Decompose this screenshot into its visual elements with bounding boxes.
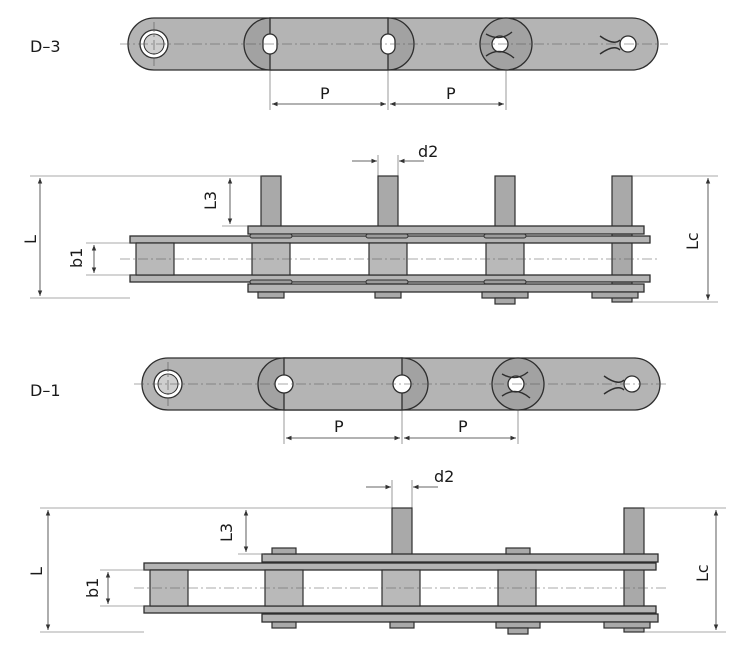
d1-cotter-pin-2	[603, 375, 625, 395]
d1-title: D–1	[30, 381, 61, 400]
d1-Lc-label: Lc	[693, 564, 712, 582]
d1-pin-head-bottom-2	[389, 621, 415, 629]
d1-extended-pin-1	[391, 507, 413, 559]
d3-L-label: L	[21, 235, 40, 244]
d1-d2-label: d2	[434, 467, 454, 486]
d3-pitch-label-2: P	[446, 84, 456, 103]
d1-cotter-head-1	[495, 621, 541, 629]
d3-pin-head-1	[257, 291, 285, 299]
d3-outer-plate-top	[247, 225, 645, 235]
d1-b1-label: b1	[83, 578, 102, 598]
d1-inner-plate-top	[143, 562, 657, 571]
d3-b1-label: b1	[67, 248, 86, 268]
d3-extended-pin-1	[260, 175, 282, 233]
d3-L3-label: L3	[201, 191, 220, 210]
d1-cotter-head-2	[603, 621, 651, 629]
d1-top-view: D–1 P P	[30, 357, 668, 444]
d1-pin-head-top-2	[505, 547, 531, 555]
d1-L3-label: L3	[217, 523, 236, 542]
d1-outer-plate-bottom	[261, 613, 659, 623]
d1-cotter-pin-1	[501, 371, 531, 399]
d1-inner-plate-bottom	[143, 605, 657, 614]
d1-side-view: d2 L L3	[27, 467, 726, 635]
d1-pin-head-bottom-1	[271, 621, 297, 629]
d3-extended-pin-3	[494, 175, 516, 233]
d3-title: D–3	[30, 37, 61, 56]
d1-outer-plate-top	[261, 553, 659, 563]
d3-outer-plate-bottom	[247, 283, 645, 293]
d3-d2-label: d2	[418, 142, 438, 161]
d3-pitch-label-1: P	[320, 84, 330, 103]
d3-cotter-pin-2	[599, 35, 621, 55]
d3-pin-head-2	[374, 291, 402, 299]
d3-cotter-head-1	[481, 291, 529, 299]
d1-pitch-label-2: P	[458, 417, 468, 436]
d3-side-view: d2 L	[21, 142, 718, 305]
d1-L-label: L	[27, 567, 46, 576]
d3-extended-pin-2	[377, 175, 399, 233]
d1-pin-head-top-1	[271, 547, 297, 555]
d1-pitch-label-1: P	[334, 417, 344, 436]
d3-cotter-head-2	[591, 291, 639, 299]
d3-Lc-label: Lc	[683, 232, 702, 250]
d3-top-view: D–3 P P	[30, 17, 668, 110]
d3-cotter-pin-1	[485, 31, 515, 59]
